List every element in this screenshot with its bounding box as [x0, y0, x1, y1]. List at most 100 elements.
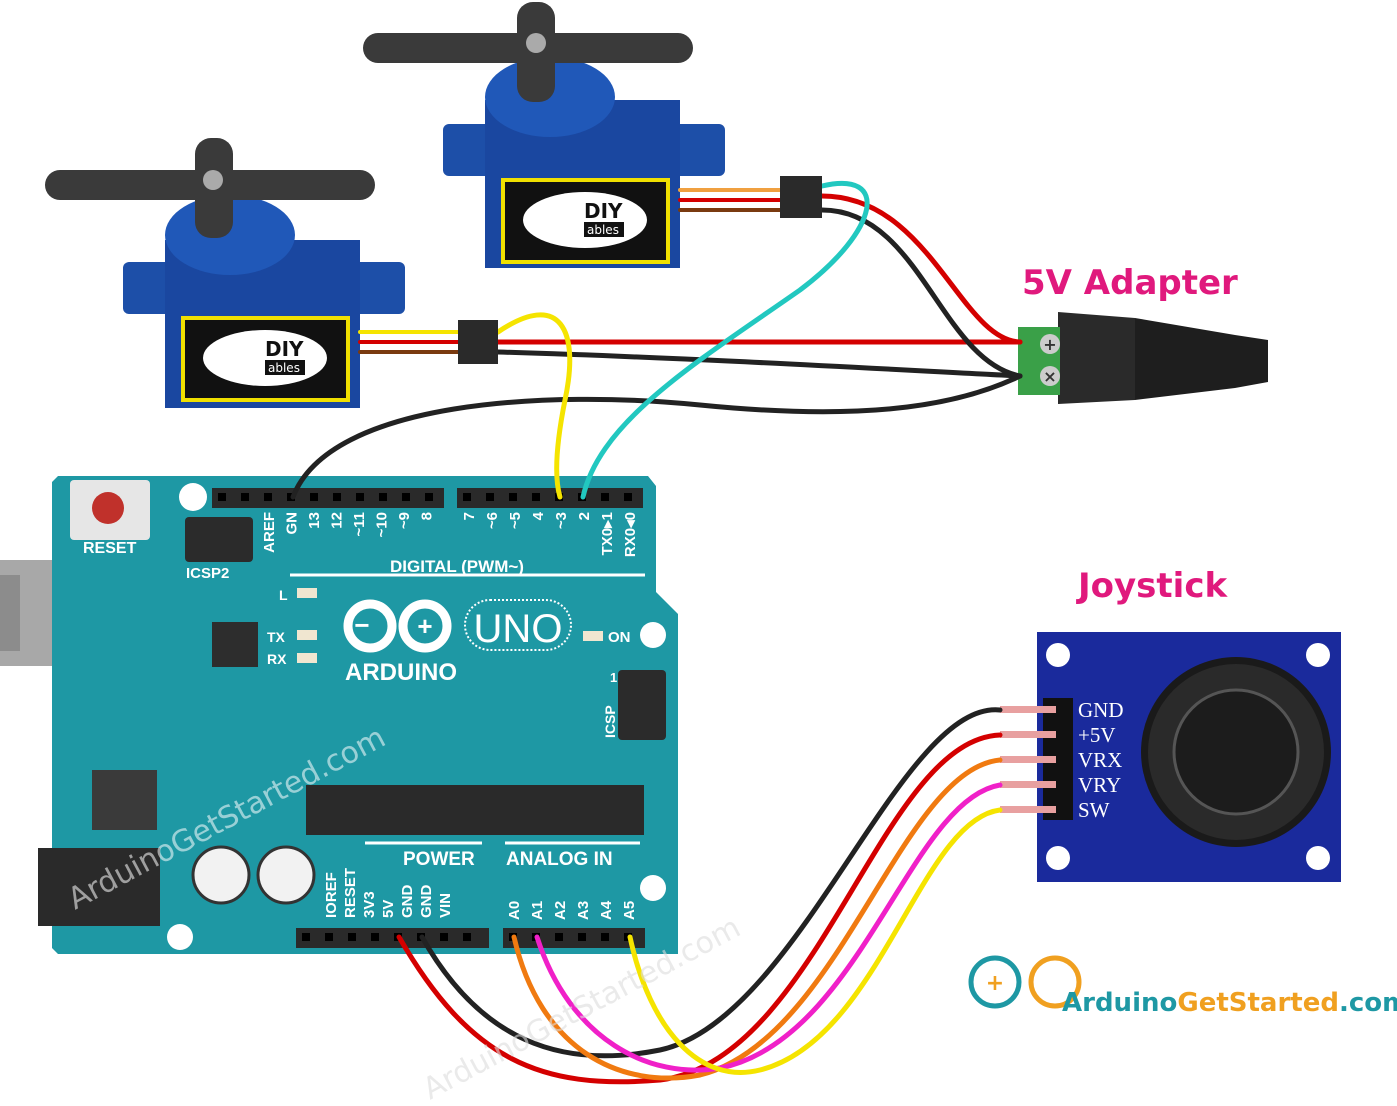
analog-header [503, 928, 645, 948]
servo-ground-wire-black [495, 349, 1023, 379]
arduino-uno-board: − + UNO ARDUINO RESET ICSP2 DIGITAL (PWM… [38, 476, 678, 954]
chip [212, 622, 258, 667]
pin-label: GND [399, 885, 416, 919]
led-on-label: ON [608, 629, 631, 646]
servo2-signal-wire-cyan [580, 180, 870, 500]
pin-label: 13 [306, 512, 323, 529]
digital-label: DIGITAL (PWM~) [390, 557, 524, 576]
joystick-pin-label: GND [1078, 698, 1124, 722]
pin-label: 2 [576, 512, 593, 520]
header-pin [402, 493, 410, 501]
led-l-label: L [279, 587, 288, 603]
header-pin [463, 493, 471, 501]
led-rx-label: RX [267, 651, 287, 667]
header-pin [425, 493, 433, 501]
joystick-sw-wire-yellow [627, 807, 1003, 1075]
pin-label: 12 [329, 512, 346, 529]
pin-label: A0 [506, 901, 523, 920]
header-pin [555, 933, 563, 941]
header-pin [264, 493, 272, 501]
pin-label: ~10 [374, 512, 391, 537]
joystick-title: Joystick [1076, 566, 1228, 606]
svg-text:+: + [986, 971, 1004, 996]
servo-motor-2: DIY ables [363, 2, 725, 268]
pin-label: IOREF [323, 872, 340, 918]
brand-label: ARDUINO [345, 659, 457, 686]
atmega-chip [306, 785, 644, 835]
pin-label: GN [284, 512, 301, 535]
joystick-pin [1000, 781, 1056, 788]
pin-label: VIN [437, 893, 454, 918]
pin-label: ~6 [484, 512, 501, 529]
joystick-vrx-wire-orange [511, 757, 1003, 1081]
header-pin [578, 933, 586, 941]
digital-header-right [457, 488, 643, 508]
pin-label: ~3 [553, 512, 570, 529]
header-pin [356, 493, 364, 501]
joystick-pin-label: SW [1078, 798, 1110, 822]
header-pin [371, 933, 379, 941]
svg-text:+: + [1043, 335, 1056, 354]
header-pin [218, 493, 226, 501]
logo-part2: GetStarted [1177, 988, 1339, 1018]
arduino-gnd-wire-black [290, 373, 1023, 500]
servo-brand-bottom: ables [268, 361, 300, 375]
pin-label: 3V3 [361, 891, 378, 918]
header-pin [325, 933, 333, 941]
pin-label: GND [418, 885, 435, 919]
servo2-power-wire-red [819, 193, 1023, 345]
joystick-pin-label: +5V [1078, 723, 1116, 747]
servo1-signal-wire-yellow [495, 312, 573, 500]
icsp2-header [185, 517, 253, 562]
icsp2-label: ICSP2 [186, 565, 229, 582]
header-pin [348, 933, 356, 941]
header-pin [486, 493, 494, 501]
servo1-connector [458, 320, 498, 364]
svg-text:+: + [417, 611, 432, 641]
svg-text:×: × [1043, 367, 1056, 386]
joystick-pin-label: VRX [1078, 748, 1122, 772]
capacitor [191, 845, 251, 905]
pin-label: 4 [530, 511, 547, 520]
pin-label: 8 [419, 512, 436, 520]
joystick-vry-wire-magenta [534, 782, 1003, 1073]
led-tx-label: TX [267, 629, 286, 645]
joystick-pin [1000, 731, 1056, 738]
pin-label: ~11 [351, 512, 368, 537]
servo-brand-top: DIY [265, 337, 304, 361]
pin-label: A5 [621, 901, 638, 920]
pin-label: ~5 [507, 512, 524, 529]
dc-jack [38, 848, 160, 926]
joystick-gnd-wire-black [419, 707, 1003, 1059]
pin-label: AREF [261, 512, 278, 553]
arduino-infinity-logo [343, 599, 452, 653]
servo2-ground-wire-black [819, 207, 1023, 379]
logo-part1: Arduino [1062, 988, 1177, 1018]
header-pin [379, 493, 387, 501]
pin-label: A2 [552, 901, 569, 920]
logo-part3: .com [1339, 988, 1397, 1018]
reset-button [92, 492, 124, 524]
header-pin [624, 493, 632, 501]
svg-text:ArduinoGetStarted.com: ArduinoGetStarted.com [1062, 988, 1397, 1018]
header-pin [440, 933, 448, 941]
header-pin [302, 933, 310, 941]
joystick-pin [1000, 706, 1056, 713]
pin-label: A1 [529, 901, 546, 920]
power-label: POWER [403, 849, 475, 870]
header-pin [601, 933, 609, 941]
dc-power-adapter: + × [1018, 312, 1268, 404]
icsp-pin1-label: 1 [610, 670, 617, 685]
analog-label: ANALOG IN [506, 849, 613, 870]
power-header [296, 928, 489, 948]
pin-label: A4 [598, 900, 615, 920]
icsp-header [618, 670, 666, 740]
pin-label: TX0▸1 [599, 512, 616, 555]
pin-label: 5V [380, 900, 397, 918]
servo-motor-1: DIY ables [45, 138, 405, 408]
header-pin [601, 493, 609, 501]
pin-label: ~9 [396, 512, 413, 529]
